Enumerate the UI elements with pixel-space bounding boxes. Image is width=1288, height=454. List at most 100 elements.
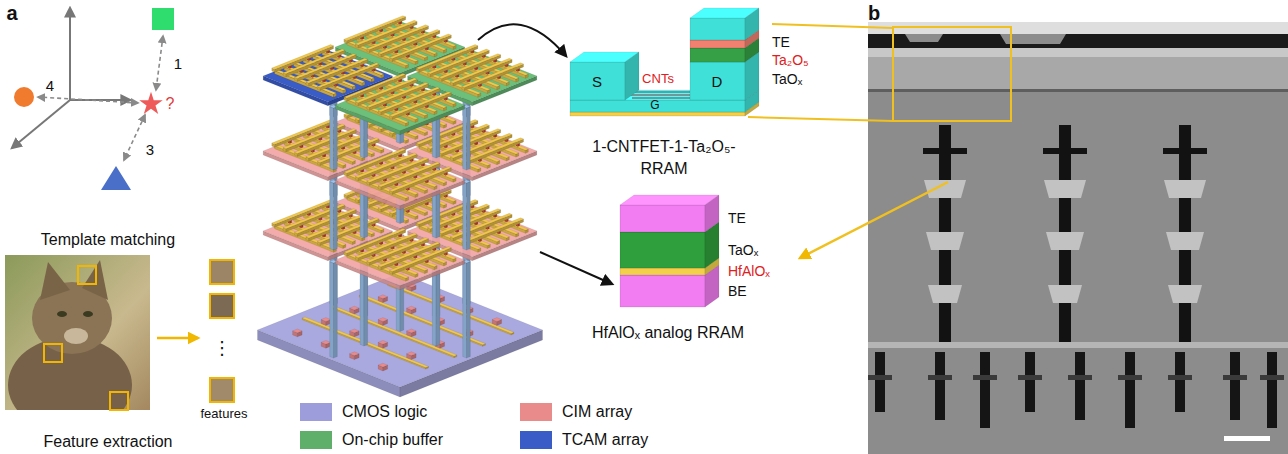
via-pad (1166, 232, 1204, 250)
transistor (492, 318, 502, 326)
label: D (712, 73, 723, 90)
face (330, 107, 334, 171)
face (463, 182, 467, 251)
transistor (350, 306, 360, 314)
face (467, 182, 471, 251)
face (350, 329, 360, 333)
tem-band (868, 48, 1288, 57)
template-square (152, 8, 174, 30)
via-pillar (330, 260, 338, 358)
face (392, 248, 451, 275)
transistor (378, 363, 388, 371)
label: TE (728, 210, 746, 226)
face (390, 167, 452, 192)
bottom-electrode (620, 265, 719, 307)
template-triangle (101, 166, 131, 190)
via-pad (1164, 180, 1206, 198)
face (334, 182, 338, 251)
label: CNTs (642, 72, 674, 87)
face (390, 247, 452, 272)
label: TaOₓ (772, 71, 802, 87)
front-face (620, 275, 705, 307)
via-pillar (463, 180, 471, 250)
bit-line (390, 34, 452, 62)
via-plate (1043, 148, 1087, 154)
face (465, 219, 524, 246)
legend-swatch (520, 431, 552, 449)
feature-patch (210, 294, 234, 318)
label: G (650, 99, 659, 113)
via-pad (1168, 285, 1202, 303)
transistor (407, 329, 417, 337)
label: Ta₂O₅ (772, 52, 809, 68)
front-face (690, 40, 745, 48)
contact-pad (1018, 375, 1042, 380)
via-plate (1163, 148, 1207, 154)
face (321, 318, 331, 322)
contact-pad (973, 375, 997, 380)
face (335, 234, 464, 286)
transistor (293, 329, 303, 337)
label: Feature extraction (44, 433, 173, 451)
contact-pad (928, 375, 952, 380)
legend-swatch (520, 403, 552, 421)
tem-line (868, 89, 1288, 92)
face (378, 295, 388, 299)
face (317, 138, 379, 163)
face (350, 352, 360, 356)
cat-photo (5, 255, 234, 433)
bit-line (317, 218, 379, 246)
contact (1025, 352, 1035, 412)
transistor (350, 352, 360, 360)
label: ? (166, 95, 175, 113)
legend-swatch (300, 431, 332, 449)
array-layer (335, 79, 464, 135)
feature-patch (210, 378, 234, 402)
device-figure: 1-CNTFET-1-Ta₂O₅-RRAM (585, 136, 743, 179)
scale-bar (1224, 436, 1270, 441)
face (407, 352, 417, 356)
face (407, 306, 417, 310)
face (293, 329, 303, 333)
cat-eye (57, 311, 67, 317)
contact (980, 352, 990, 428)
face (392, 93, 451, 120)
transistor (407, 306, 417, 314)
legend-label: CIM array (562, 403, 632, 421)
label: 1 (174, 55, 182, 72)
transistor (378, 340, 388, 348)
front-face (690, 62, 745, 100)
array-layer (335, 154, 464, 210)
via-pad (928, 285, 962, 303)
legend-label: TCAM array (562, 431, 648, 449)
face (378, 318, 388, 322)
via-pillar (330, 105, 338, 170)
legend-swatch (300, 403, 332, 421)
contact (1125, 352, 1135, 428)
face (390, 92, 452, 117)
transistor (378, 318, 388, 326)
label: TaOₓ (728, 242, 758, 258)
pointer-arrow (540, 252, 612, 284)
via-pad (926, 232, 964, 250)
contact-pad (1223, 375, 1247, 380)
face (334, 262, 338, 359)
transistor (407, 352, 417, 360)
label: 4 (46, 77, 54, 94)
face (392, 168, 451, 195)
face (463, 262, 467, 359)
face (467, 262, 471, 359)
zoom-arrow (800, 182, 948, 258)
face (462, 138, 524, 163)
transistor (321, 318, 331, 326)
front-face (570, 112, 745, 116)
contact (1267, 352, 1277, 428)
side-face (745, 8, 759, 40)
front-face (690, 18, 745, 40)
face (350, 306, 360, 310)
zoom-line (772, 24, 893, 28)
contact (875, 352, 885, 412)
front-face (620, 268, 705, 275)
